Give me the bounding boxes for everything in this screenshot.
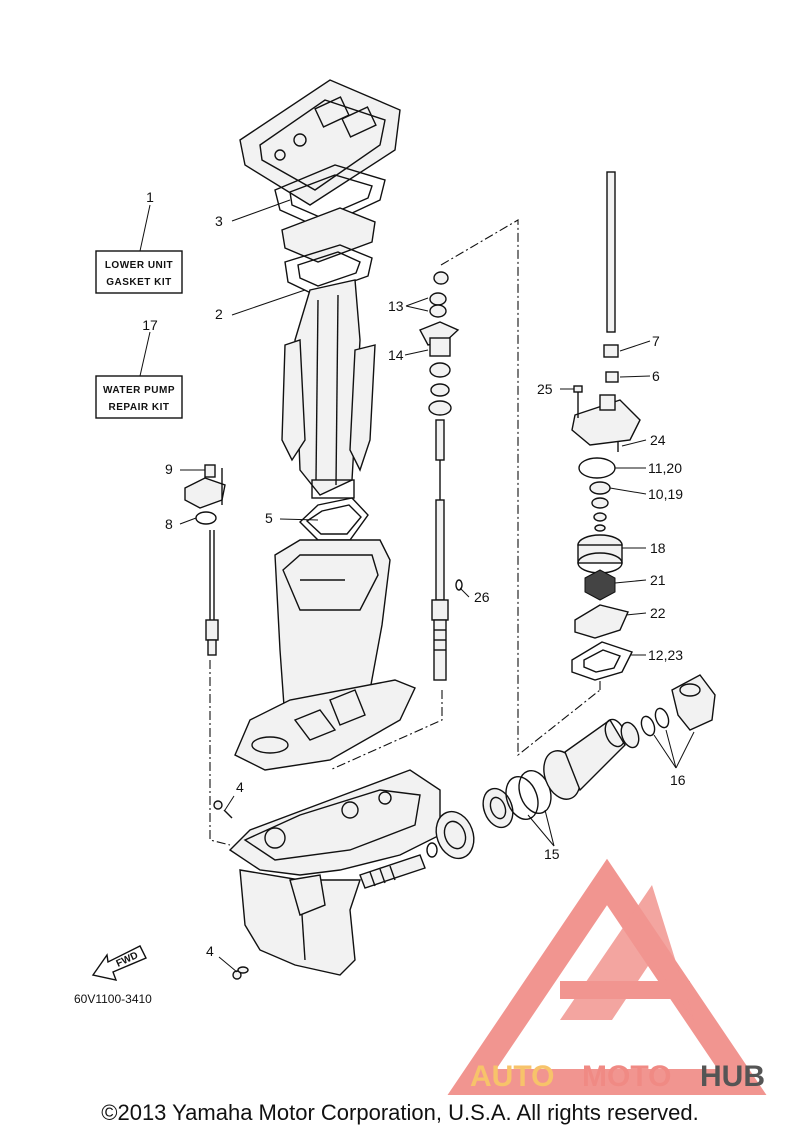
callout-10-19: 10,19 bbox=[648, 486, 683, 502]
callout-22: 22 bbox=[650, 605, 666, 621]
kit-box-water-pump-repair: WATER PUMP REPAIR KIT 17 bbox=[95, 317, 183, 419]
callout-9: 9 bbox=[165, 461, 173, 477]
callout-5: 5 bbox=[265, 510, 273, 526]
callout-15: 15 bbox=[544, 846, 560, 862]
wordmark-hub: HUB bbox=[700, 1060, 765, 1093]
wordmark-auto: AUTO bbox=[470, 1060, 554, 1093]
propeller-cap bbox=[671, 674, 716, 731]
automotohub-wordmark: AUTO MOTO HUB bbox=[470, 1060, 765, 1093]
copyright-notice: ©2013 Yamaha Motor Corporation, U.S.A. A… bbox=[101, 1100, 699, 1125]
callout-8: 8 bbox=[165, 516, 173, 532]
exhaust-guide bbox=[281, 279, 376, 499]
callout-17: 17 bbox=[142, 317, 158, 333]
callout-26: 26 bbox=[474, 589, 490, 605]
spacer-plate bbox=[281, 207, 376, 263]
pin-26 bbox=[455, 579, 463, 591]
callout-7: 7 bbox=[652, 333, 660, 349]
callout-11-20: 11,20 bbox=[648, 460, 682, 476]
drive-shaft-parts bbox=[419, 271, 460, 681]
callout-2: 3 bbox=[215, 213, 223, 229]
needle-bearing-and-seals-16 bbox=[620, 707, 670, 749]
kit-line-2: REPAIR KIT bbox=[109, 402, 170, 413]
mount-plate bbox=[239, 79, 401, 206]
gasket-3 bbox=[274, 164, 386, 229]
gearcase bbox=[228, 769, 441, 976]
callout-24: 24 bbox=[650, 432, 666, 448]
leader-lines bbox=[179, 199, 695, 973]
callout-6: 6 bbox=[652, 368, 660, 384]
seal-5 bbox=[298, 497, 369, 541]
propeller-shaft bbox=[359, 854, 426, 889]
bearing-housing bbox=[543, 718, 626, 800]
callout-12-23: 12,23 bbox=[648, 647, 683, 663]
callout-14: 14 bbox=[388, 347, 404, 363]
callout-labels: 3 2 4 4 5 6 7 8 9 10,19 11,20 12,23 13 1… bbox=[165, 213, 686, 959]
automotohub-watermark-logo bbox=[447, 858, 767, 1095]
wordmark-moto: MOTO bbox=[582, 1060, 671, 1093]
upper-casing bbox=[234, 539, 416, 771]
kit-line-1: WATER PUMP bbox=[103, 385, 175, 396]
fwd-arrow-icon: FWD bbox=[91, 945, 147, 981]
kit-box-lower-unit-gasket: LOWER UNIT GASKET KIT 1 bbox=[95, 189, 183, 294]
diagram-code: 60V1100-3410 bbox=[74, 992, 152, 1006]
assembly-guide-lines bbox=[209, 219, 601, 846]
shift-rod-assembly bbox=[184, 464, 226, 656]
callout-4-lower: 4 bbox=[206, 943, 214, 959]
callout-16: 16 bbox=[670, 772, 686, 788]
bolt-4-upper bbox=[213, 800, 233, 819]
bearing bbox=[482, 787, 514, 829]
callout-25: 25 bbox=[537, 381, 553, 397]
callout-1: 1 bbox=[146, 189, 154, 205]
callout-4-upper: 4 bbox=[236, 779, 244, 795]
callout-18: 18 bbox=[650, 540, 666, 556]
callout-13: 13 bbox=[388, 298, 404, 314]
callout-3: 2 bbox=[215, 306, 223, 322]
bolt-4-lower bbox=[232, 966, 249, 980]
water-pump-stack bbox=[571, 171, 641, 681]
kit-line-2: GASKET KIT bbox=[106, 277, 172, 288]
fwd-label: FWD bbox=[115, 950, 140, 970]
gasket-2 bbox=[284, 244, 373, 296]
forward-gear bbox=[426, 810, 475, 860]
kit-line-1: LOWER UNIT bbox=[105, 260, 173, 271]
callout-21: 21 bbox=[650, 572, 666, 588]
